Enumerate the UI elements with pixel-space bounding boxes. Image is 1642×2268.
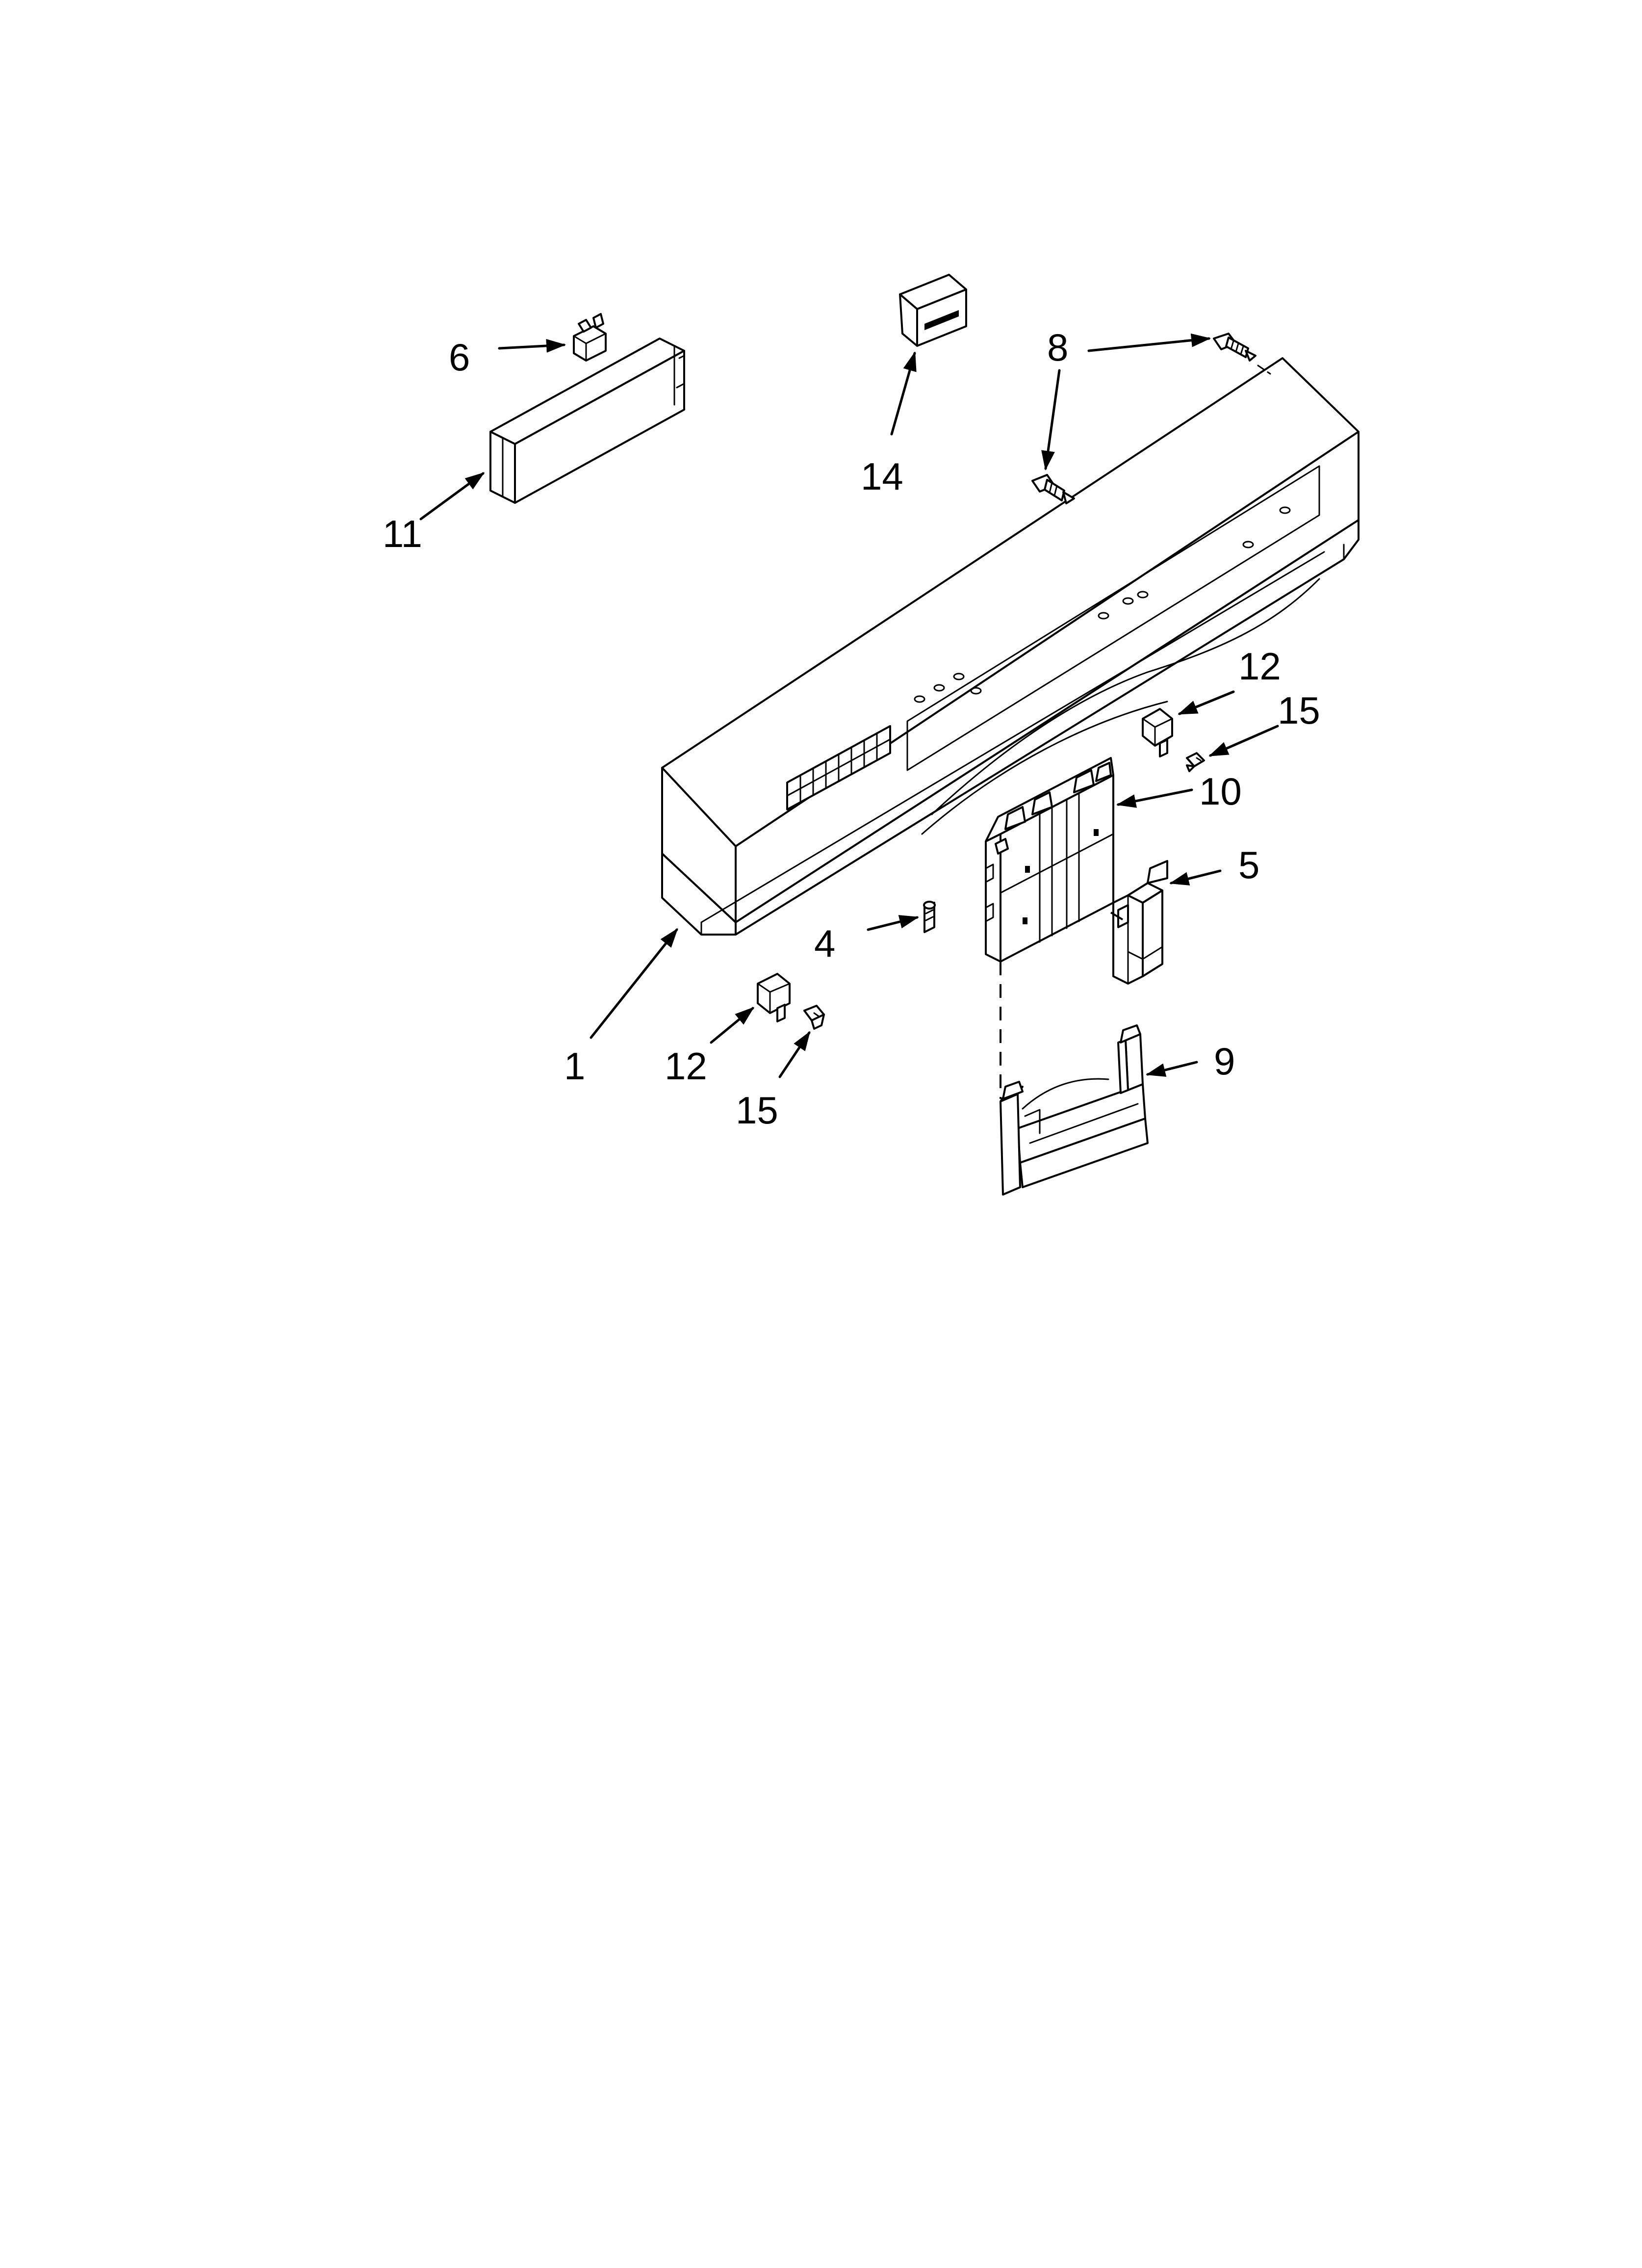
connector-part-6 — [573, 313, 607, 362]
leader-4 — [867, 915, 919, 931]
callout-11: 11 — [383, 512, 422, 555]
callout-10: 10 — [1199, 770, 1242, 813]
control-panel-part-1 — [661, 357, 1360, 936]
latch-part-5 — [1112, 860, 1168, 985]
leader-14 — [890, 351, 917, 436]
leader-15-bottom — [778, 1031, 811, 1078]
leader-5 — [1169, 869, 1222, 886]
callout-5: 5 — [1238, 843, 1259, 886]
keypad-grid — [786, 725, 891, 810]
callout-6: 6 — [449, 336, 470, 379]
bracket-part-10 — [985, 757, 1114, 963]
leader-12-top — [1178, 690, 1235, 715]
leader-1 — [590, 928, 678, 1039]
lower-bracket-part-9 — [1000, 1024, 1149, 1196]
leader-15-top — [1208, 725, 1279, 757]
leader-10 — [1116, 788, 1193, 808]
leader-6 — [498, 339, 566, 353]
control-module-part-11 — [489, 338, 685, 504]
leader-11 — [419, 472, 485, 521]
leader-12-bottom — [710, 1007, 755, 1044]
callout-15-top: 15 — [1278, 689, 1320, 732]
leader-lines — [419, 333, 1279, 1078]
connector-part-12-bottom — [757, 973, 791, 1022]
callout-14: 14 — [861, 455, 903, 498]
switch-part-4 — [923, 901, 936, 933]
callout-12-top: 12 — [1238, 645, 1281, 688]
screw-part-15-top — [1186, 752, 1205, 772]
callout-1: 1 — [564, 1044, 585, 1088]
leader-9 — [1146, 1061, 1198, 1077]
screw-part-8-left — [1031, 474, 1075, 504]
screw-8-alignment-line — [1257, 365, 1271, 375]
callout-8: 8 — [1047, 326, 1068, 369]
badge-part-14 — [899, 274, 967, 347]
callout-12-bottom: 12 — [665, 1044, 707, 1088]
leader-8-left — [1041, 369, 1061, 470]
callout-4: 4 — [814, 922, 835, 965]
screw-part-15-bottom — [803, 1005, 825, 1030]
callout-15-bottom: 15 — [736, 1089, 778, 1132]
screw-part-8-right — [1213, 333, 1257, 362]
callout-9: 9 — [1214, 1040, 1235, 1083]
leader-8-right — [1087, 333, 1211, 352]
indicator-lights — [914, 506, 1291, 703]
latch-alignment-line — [1110, 912, 1124, 921]
callout-labels: 6 11 14 8 12 15 10 5 4 1 12 15 9 — [383, 326, 1320, 1132]
connector-part-12-top — [1142, 708, 1173, 757]
